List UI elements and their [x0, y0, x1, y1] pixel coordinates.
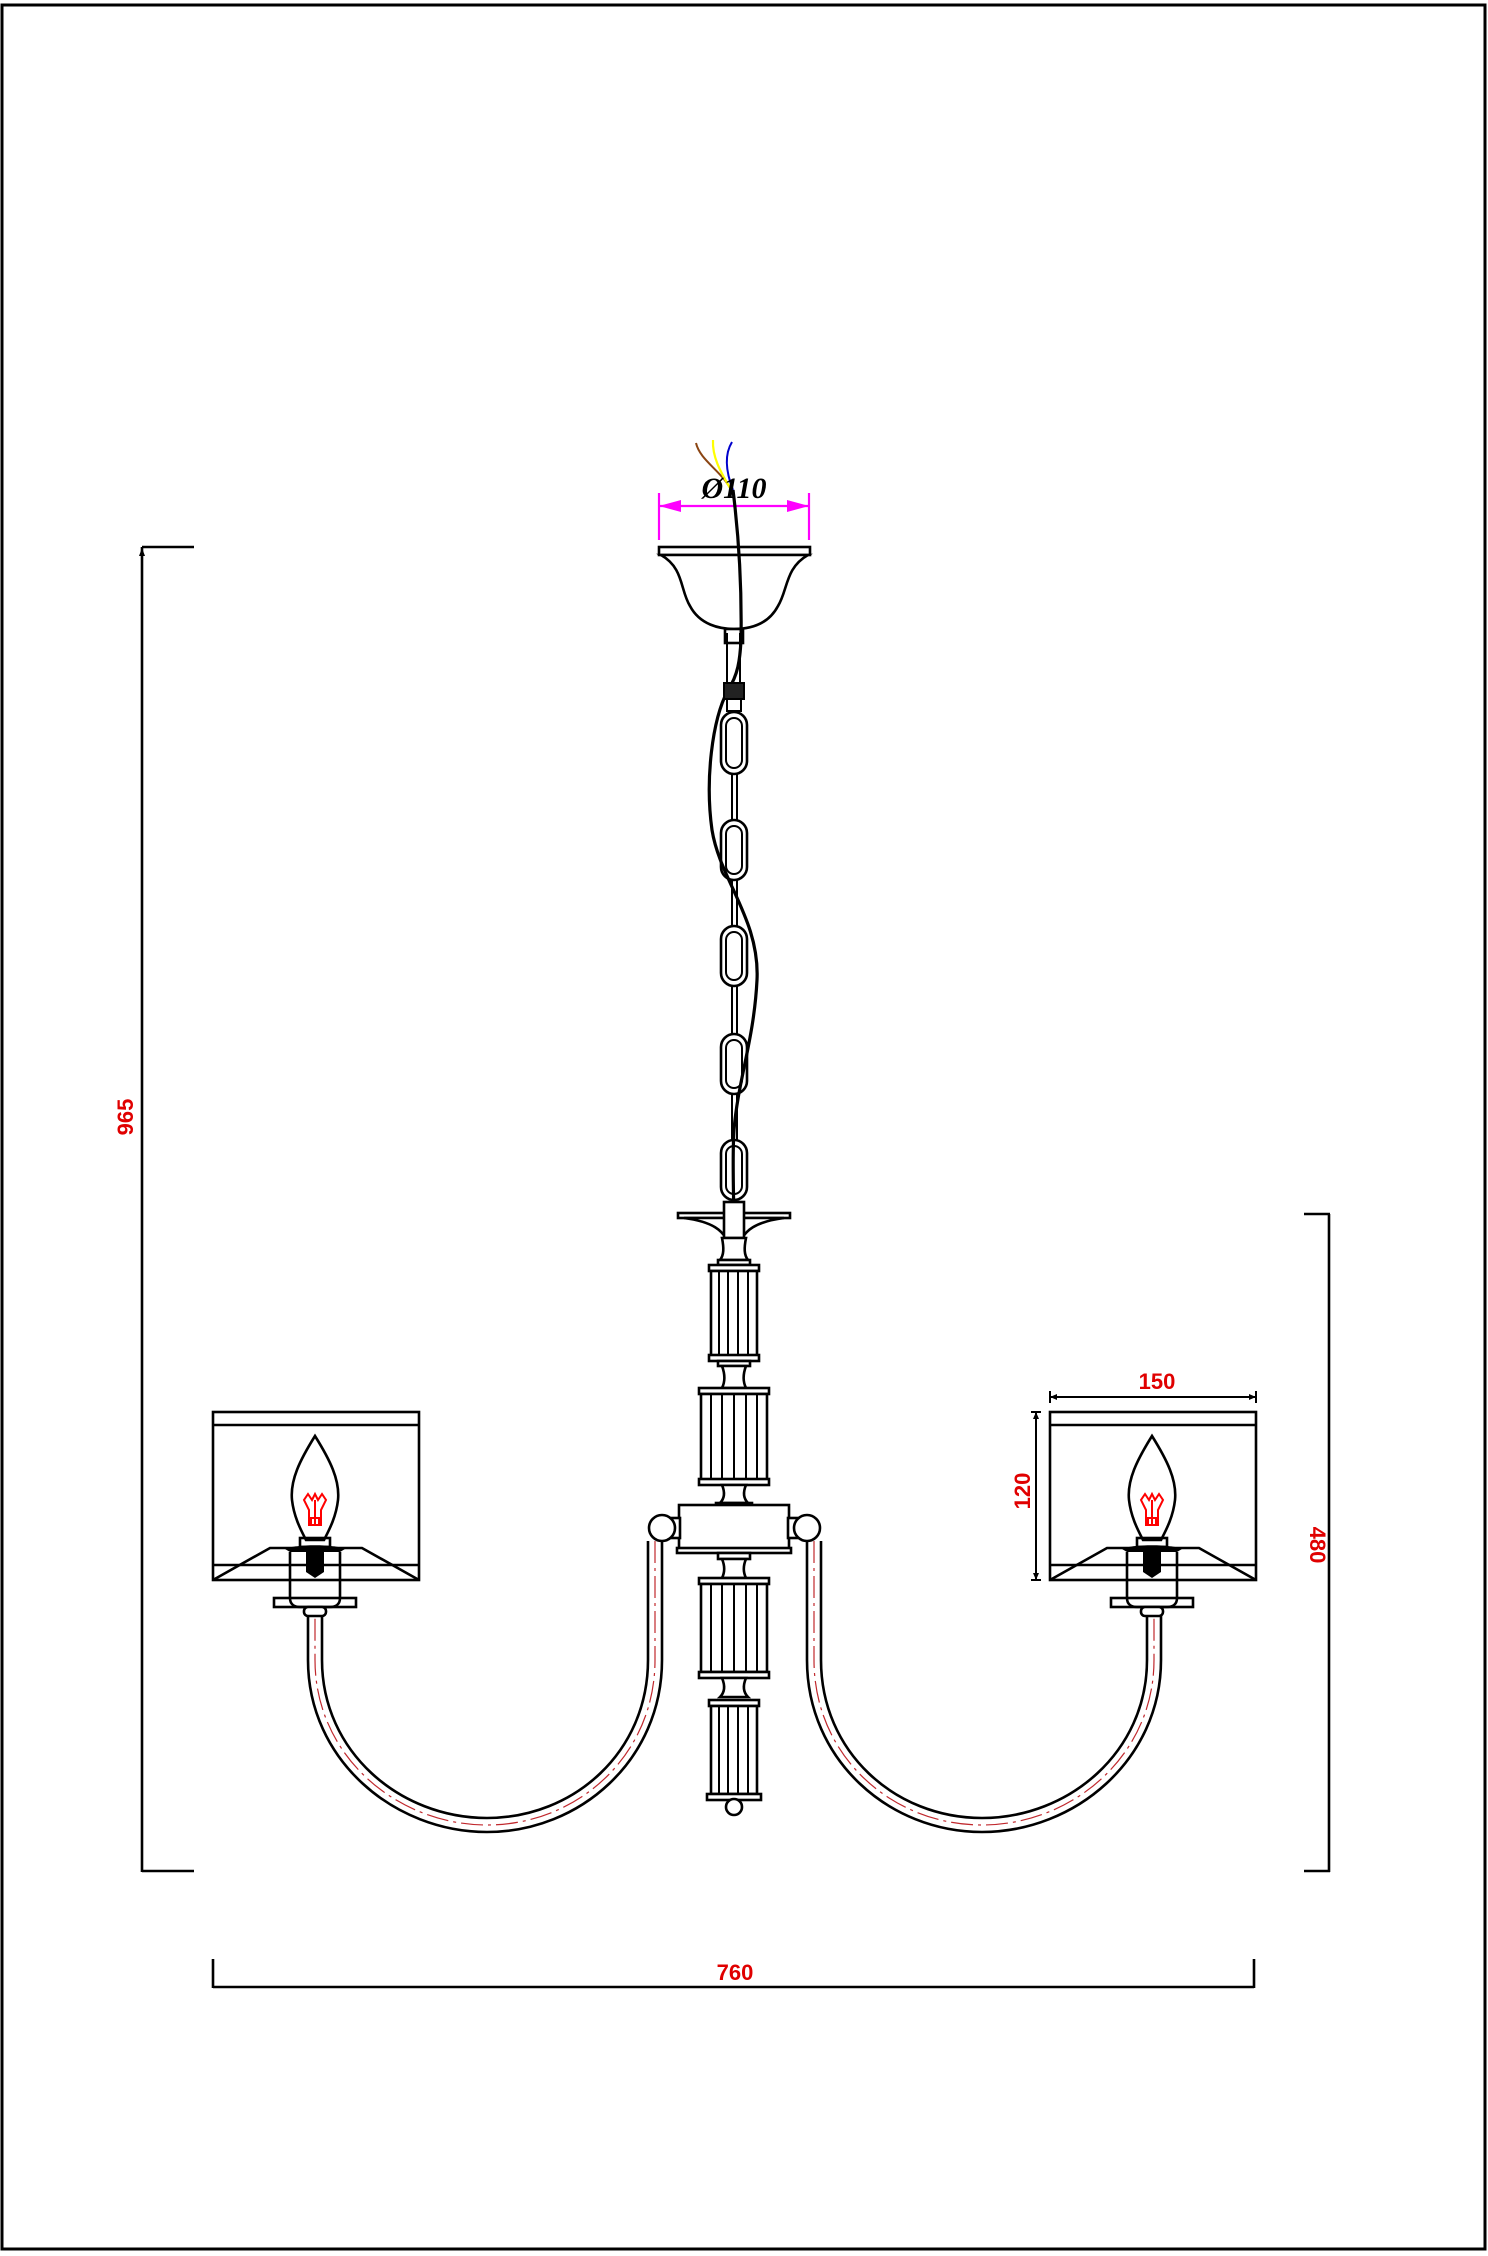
ceiling-canopy [656, 545, 813, 645]
left-lamp-shade [211, 1410, 421, 1618]
central-column [647, 1200, 822, 1817]
shade-height-label: 120 [1010, 1473, 1035, 1510]
body-height-label: 480 [1305, 1527, 1330, 1564]
shade-height-dimension: 120 [1010, 1411, 1041, 1581]
shade-width-label: 150 [1139, 1369, 1176, 1394]
right-arm [805, 1541, 1163, 1834]
total-height-label: 965 [113, 1099, 138, 1136]
total-height-dimension: 965 [113, 545, 194, 1873]
sheet-border [0, 3, 1487, 2251]
power-cable [707, 489, 759, 1231]
shade-width-dimension: 150 [1049, 1369, 1257, 1403]
suspension-chain [719, 633, 749, 1202]
total-width-label: 760 [717, 1960, 754, 1985]
body-height-dimension: 480 [1304, 1212, 1331, 1873]
left-arm [306, 1541, 664, 1834]
right-lamp-shade [1048, 1410, 1258, 1618]
supply-wires [695, 439, 734, 491]
total-width-dimension: 760 [211, 1959, 1256, 1989]
